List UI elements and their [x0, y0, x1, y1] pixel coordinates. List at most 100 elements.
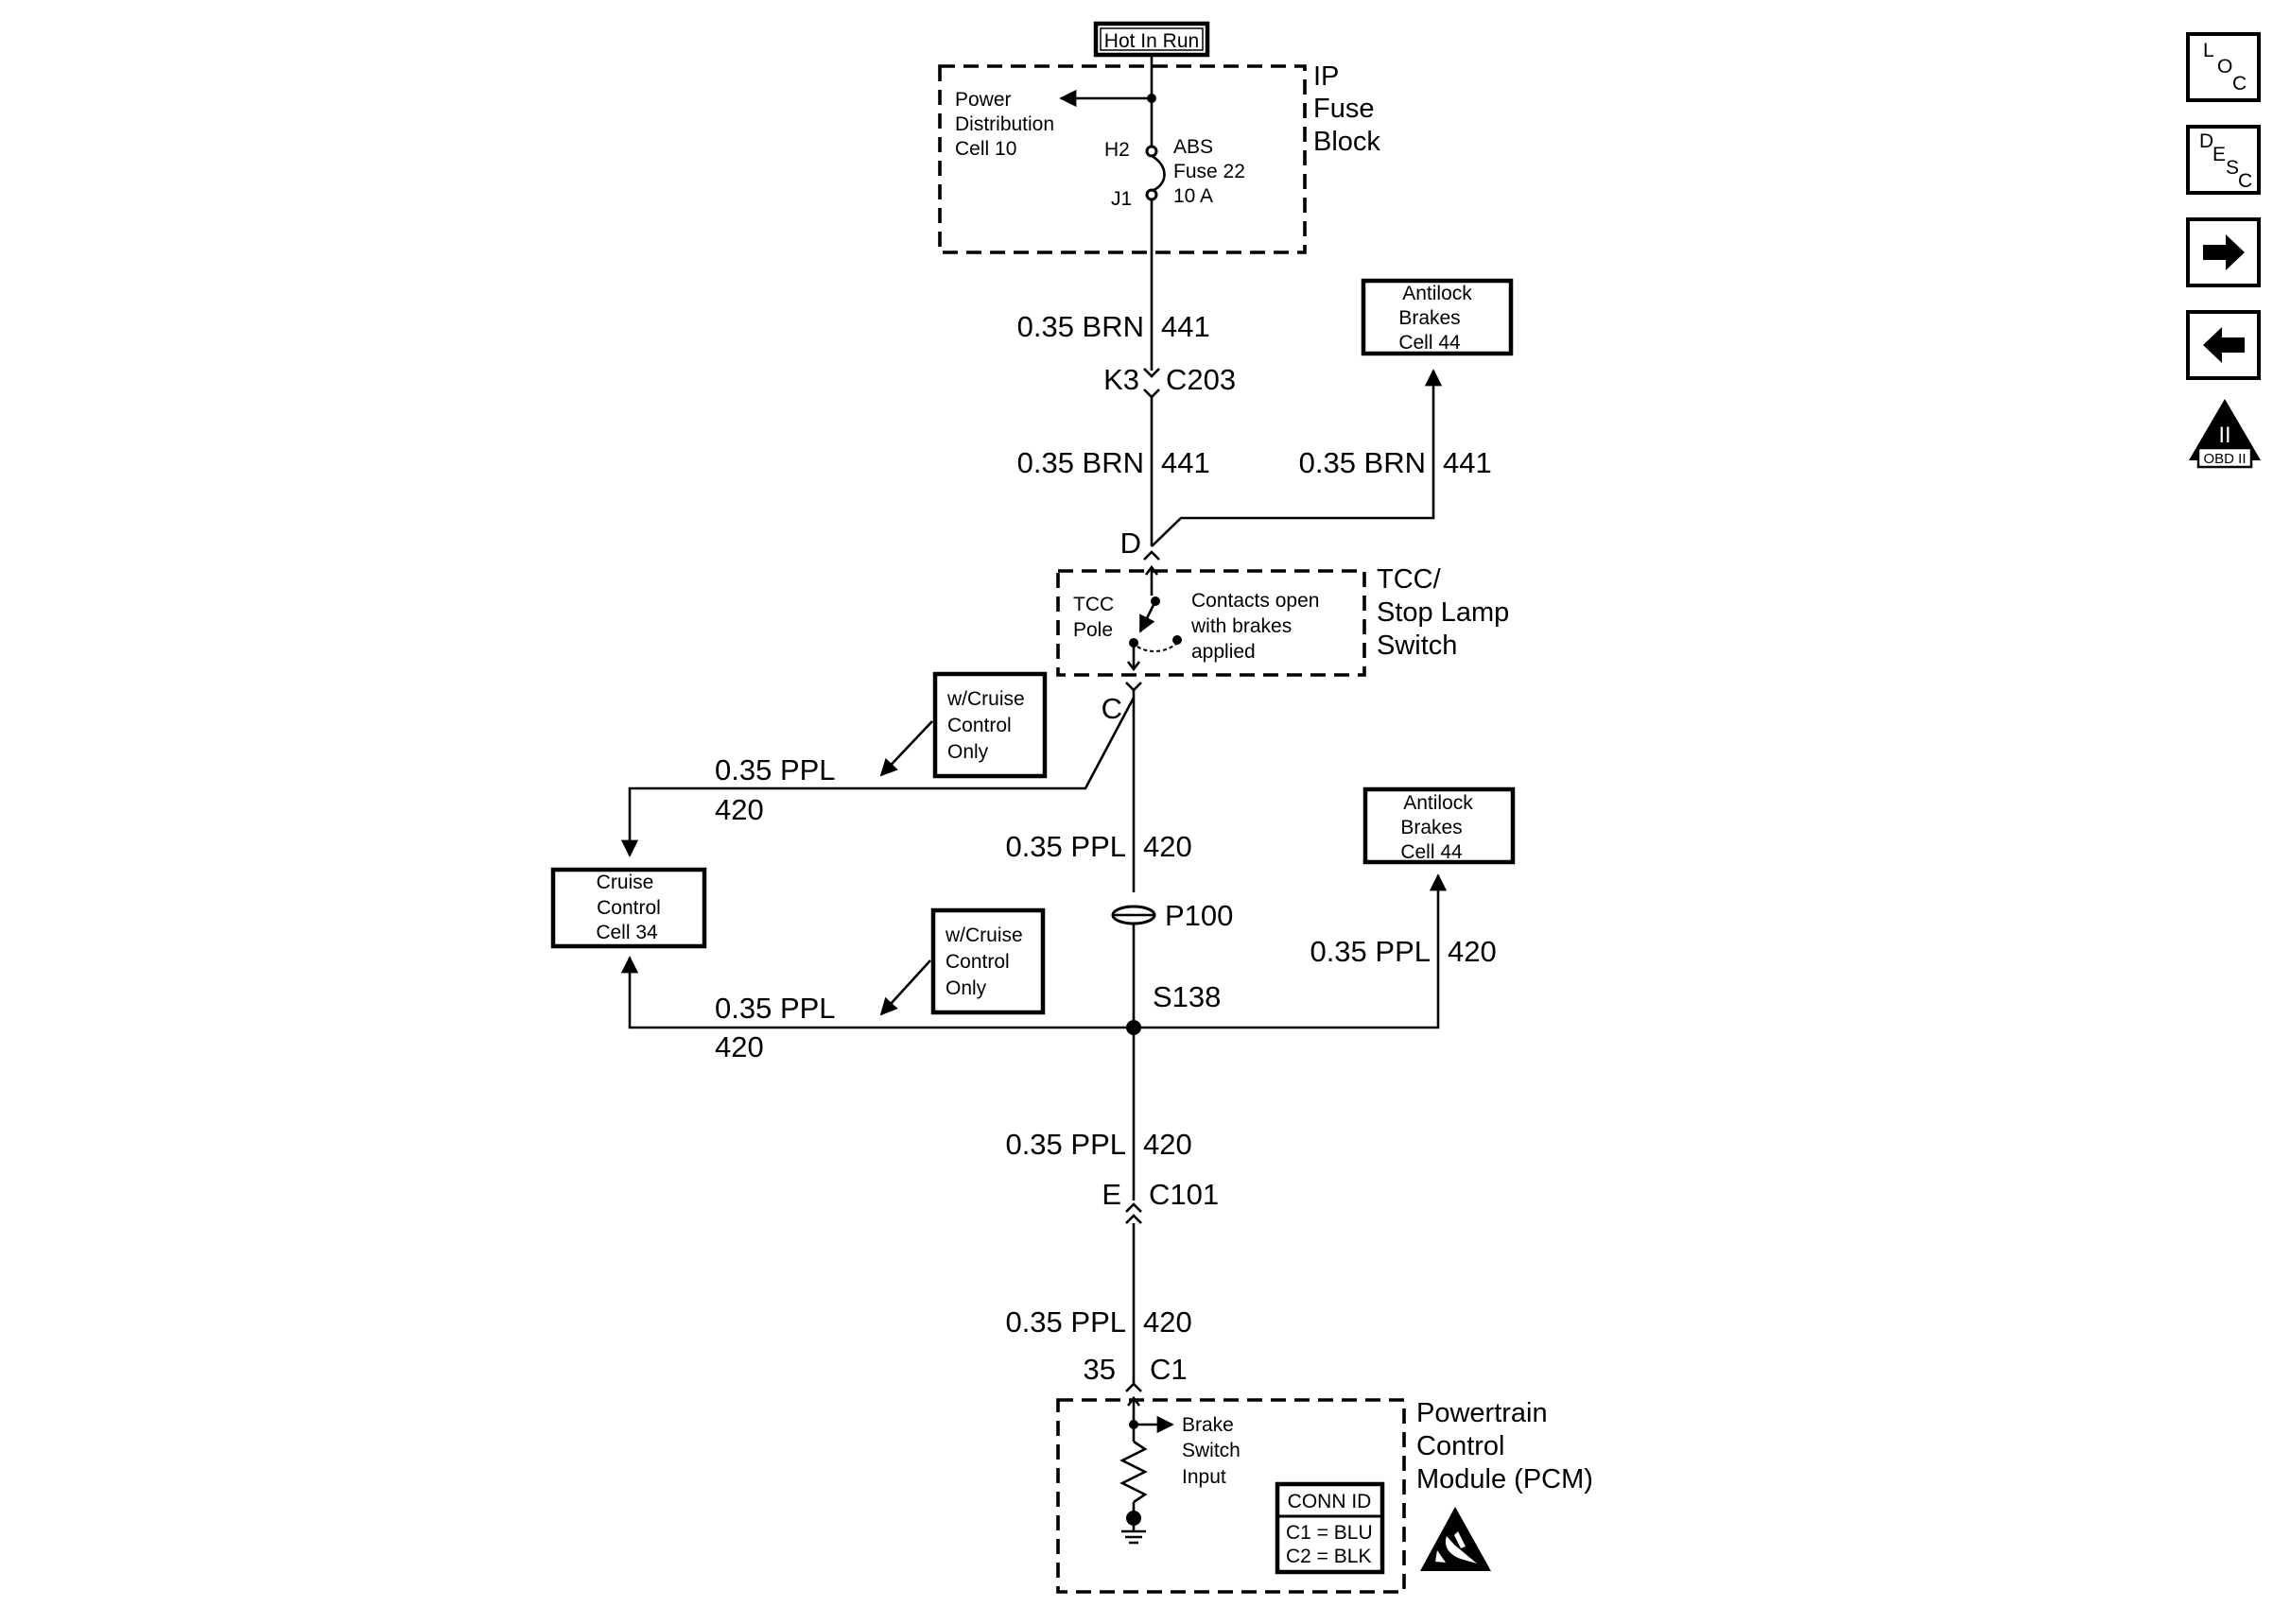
svg-text:C1: C1 — [1150, 1353, 1188, 1386]
svg-text:with brakes: with brakes — [1190, 615, 1292, 637]
svg-text:Cell 10: Cell 10 — [955, 138, 1016, 160]
svg-text:Only: Only — [947, 741, 989, 763]
svg-text:420: 420 — [715, 1030, 764, 1063]
svg-text:H2: H2 — [1104, 139, 1130, 161]
svg-text:C: C — [2238, 170, 2252, 192]
obd-ii-icon — [2189, 399, 2261, 460]
svg-text:441: 441 — [1161, 446, 1210, 479]
wire-label-ppl-420-middle: 0.35 PPL 420 — [1005, 1128, 1191, 1161]
svg-text:C203: C203 — [1166, 363, 1236, 396]
svg-text:Antilock: Antilock — [1402, 283, 1472, 304]
svg-text:w/Cruise: w/Cruise — [945, 924, 1023, 946]
esd-warning-icon — [1420, 1507, 1491, 1571]
antilock-brakes-bottom-box: Antilock Brakes Cell 44 — [1362, 786, 1516, 865]
svg-text:0.35 PPL: 0.35 PPL — [715, 753, 836, 786]
svg-text:Switch: Switch — [1182, 1440, 1241, 1461]
svg-text:0.35 PPL: 0.35 PPL — [715, 992, 836, 1025]
svg-text:Input: Input — [1182, 1466, 1226, 1488]
svg-text:0.35 PPL: 0.35 PPL — [1005, 1128, 1126, 1161]
svg-text:Fuse: Fuse — [1313, 94, 1374, 124]
svg-text:Switch: Switch — [1377, 631, 1457, 661]
cruise-note-top: w/Cruise Control Only — [879, 671, 1048, 779]
svg-text:OBD II: OBD II — [2203, 451, 2246, 467]
svg-text:C: C — [2232, 73, 2247, 95]
switch-blade-icon — [1138, 604, 1155, 633]
svg-text:420: 420 — [1448, 935, 1497, 968]
connector-p100: P100 — [1111, 899, 1233, 932]
svg-text:w/Cruise: w/Cruise — [946, 688, 1025, 710]
svg-text:Cell 44: Cell 44 — [1400, 841, 1463, 863]
svg-text:Brakes: Brakes — [1398, 307, 1460, 329]
svg-text:Cell 34: Cell 34 — [596, 922, 658, 943]
svg-text:Module (PCM): Module (PCM) — [1416, 1464, 1593, 1494]
svg-text:applied: applied — [1191, 641, 1256, 663]
svg-text:Stop Lamp: Stop Lamp — [1377, 597, 1509, 628]
svg-text:Distribution: Distribution — [955, 113, 1054, 135]
conn-id-table: CONN ID C1 = BLU C2 = BLK — [1275, 1481, 1385, 1575]
power-source-label: Hot In Run — [1093, 21, 1210, 58]
ground-icon — [1121, 1529, 1146, 1545]
svg-text:D: D — [1120, 527, 1141, 560]
svg-text:420: 420 — [1143, 1305, 1192, 1339]
tcc-stop-lamp-switch: TCC/ Stop Lamp Switch TCC Pole Contacts … — [1056, 564, 1509, 677]
svg-text:Control: Control — [946, 951, 1010, 973]
wire-label-ppl-420-lower: 0.35 PPL 420 — [1005, 1305, 1191, 1339]
svg-text:D: D — [2199, 130, 2213, 152]
resistor-icon — [1119, 1440, 1148, 1504]
svg-text:Contacts open: Contacts open — [1191, 590, 1319, 612]
svg-text:CONN ID: CONN ID — [1288, 1491, 1372, 1512]
svg-text:Cell 44: Cell 44 — [1398, 332, 1461, 354]
svg-text:0.35 PPL: 0.35 PPL — [1005, 1305, 1126, 1339]
wire-label-brn-441-antilock: 0.35 BRN 441 — [1299, 446, 1492, 479]
svg-text:C1 = BLU: C1 = BLU — [1286, 1522, 1373, 1544]
svg-text:Block: Block — [1313, 127, 1380, 157]
svg-text:P100: P100 — [1165, 899, 1233, 932]
svg-text:Powertrain: Powertrain — [1416, 1398, 1548, 1428]
svg-text:Only: Only — [946, 977, 987, 999]
connector-d: D — [1120, 527, 1160, 561]
svg-text:10 A: 10 A — [1173, 185, 1213, 207]
obd-ii-button[interactable]: OBD II II — [2189, 399, 2261, 469]
svg-text:L: L — [2203, 40, 2214, 61]
next-page-button[interactable] — [2186, 217, 2261, 287]
cruise-control-box: Cruise Control Cell 34 — [550, 867, 707, 949]
svg-text:0.35 PPL: 0.35 PPL — [1310, 935, 1431, 968]
svg-text:Control: Control — [1416, 1431, 1505, 1461]
wire-label-ppl-420-cruise-lower: 0.35 PPL 420 — [715, 992, 836, 1063]
svg-text:Pole: Pole — [1073, 619, 1113, 641]
svg-text:O: O — [2217, 56, 2232, 78]
splice-s138: S138 — [1126, 980, 1221, 1035]
wire-label-ppl-420-antilock: 0.35 PPL 420 — [1310, 935, 1496, 968]
svg-text:II: II — [2218, 423, 2230, 448]
fuse-terminal-h2 — [1145, 145, 1158, 158]
svg-text:0.35 BRN: 0.35 BRN — [1017, 446, 1144, 479]
ip-fuse-block: IP Fuse Block Power Distribution Cell 10… — [938, 55, 1380, 254]
svg-text:441: 441 — [1443, 446, 1492, 479]
description-nav-button[interactable]: D E S C — [2186, 125, 2261, 195]
svg-text:E: E — [2212, 144, 2226, 165]
svg-text:S: S — [2226, 157, 2239, 179]
fuse-terminal-j1 — [1145, 188, 1158, 201]
svg-text:0.35 BRN: 0.35 BRN — [1017, 310, 1144, 343]
svg-text:K3: K3 — [1103, 363, 1139, 396]
svg-text:Control: Control — [597, 897, 661, 919]
svg-text:C: C — [1102, 692, 1122, 725]
pcm-module: Powertrain Control Module (PCM) Brake Sw… — [1056, 1395, 1593, 1594]
svg-text:ABS: ABS — [1173, 136, 1213, 158]
svg-text:Hot In Run: Hot In Run — [1104, 30, 1199, 52]
svg-text:E: E — [1102, 1178, 1121, 1211]
svg-text:Cruise: Cruise — [597, 872, 654, 893]
svg-text:0.35 PPL: 0.35 PPL — [1005, 830, 1126, 863]
svg-text:420: 420 — [715, 793, 764, 826]
svg-text:C2 = BLK: C2 = BLK — [1286, 1546, 1371, 1567]
antilock-brakes-top-box: Antilock Brakes Cell 44 — [1361, 278, 1514, 356]
location-nav-button[interactable]: L O C — [2186, 32, 2261, 102]
svg-text:Brake: Brake — [1182, 1414, 1234, 1436]
connector-pcm-c1: 35 C1 — [1084, 1353, 1188, 1392]
wire-label-ppl-420-cruise-upper: 0.35 PPL 420 — [715, 753, 836, 826]
connector-c203: K3 C203 — [1103, 363, 1236, 399]
svg-text:TCC: TCC — [1073, 594, 1114, 615]
fuse-icon — [1151, 154, 1166, 193]
wire-label-ppl-420-upper: 0.35 PPL 420 — [1005, 830, 1191, 863]
previous-page-button[interactable] — [2186, 310, 2261, 380]
